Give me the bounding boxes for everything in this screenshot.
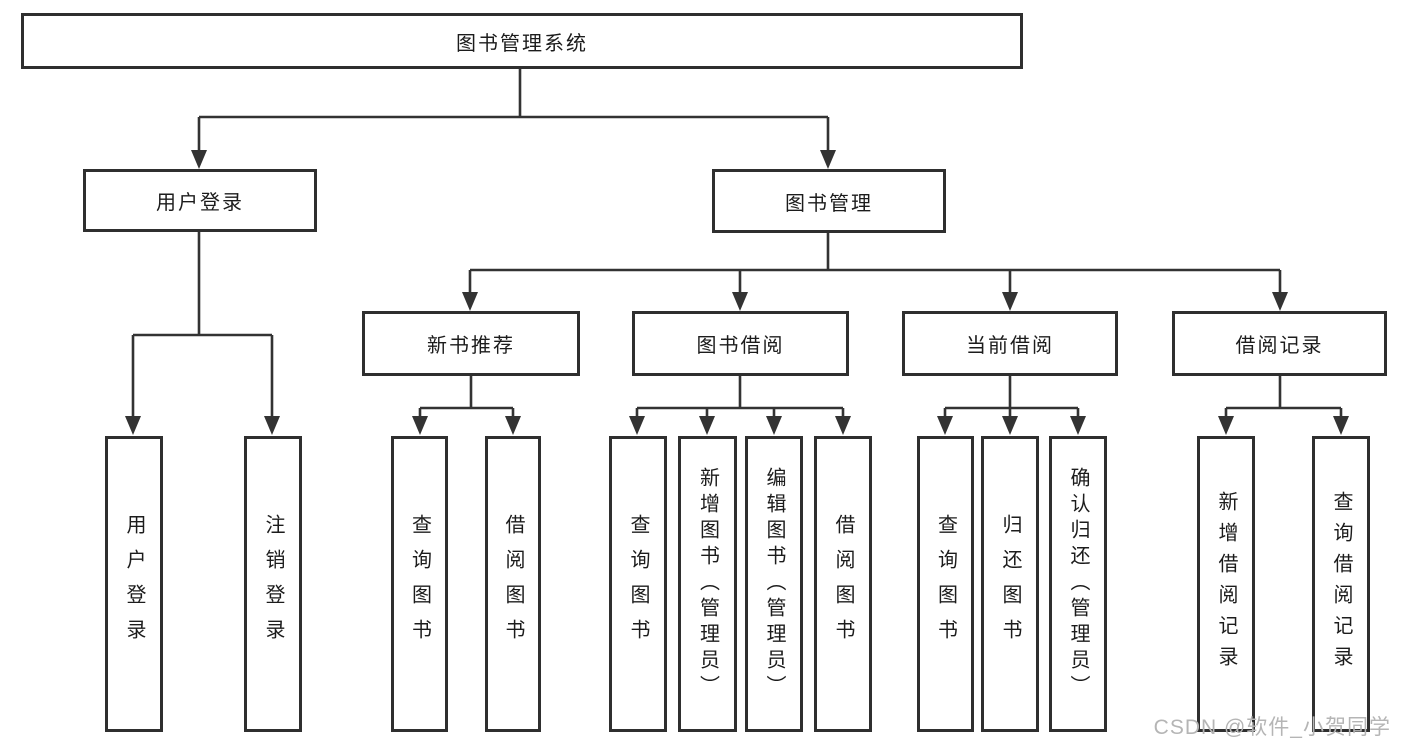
node-add-borrow-record-label: 新增借阅记录 — [1215, 491, 1237, 677]
node-book-management-label: 图书管理 — [785, 192, 873, 215]
node-new-book-recommend-label: 新书推荐 — [427, 335, 515, 357]
node-current-borrowing: 当前借阅 — [902, 311, 1118, 376]
node-edit-books-admin: 编辑图书（管理员） — [745, 436, 803, 732]
node-query-books-1-label: 查询图书 — [408, 514, 431, 654]
node-query-borrow-record-label: 查询借阅记录 — [1330, 491, 1352, 677]
node-query-books-2: 查询图书 — [609, 436, 667, 732]
node-return-books-label: 归还图书 — [999, 514, 1021, 654]
watermark: CSDN @软件_小贺同学 — [1153, 716, 1391, 739]
node-query-borrow-record: 查询借阅记录 — [1312, 436, 1370, 732]
node-add-borrow-record: 新增借阅记录 — [1197, 436, 1255, 732]
node-user-login-leaf-label: 用户登录 — [123, 514, 145, 654]
node-add-books-admin: 新增图书（管理员） — [678, 436, 737, 732]
node-user-login-leaf: 用户登录 — [105, 436, 163, 732]
node-query-books-3-label: 查询图书 — [934, 514, 957, 654]
node-borrow-books-2-label: 借阅图书 — [832, 514, 854, 654]
node-borrow-books-1-label: 借阅图书 — [502, 514, 524, 654]
node-query-books-2-label: 查询图书 — [627, 514, 649, 654]
node-query-books-1: 查询图书 — [391, 436, 448, 732]
node-current-borrowing-label: 当前借阅 — [966, 335, 1054, 357]
node-book-borrowing-label: 图书借阅 — [696, 335, 785, 357]
node-user-login: 用户登录 — [83, 169, 317, 232]
node-new-book-recommend: 新书推荐 — [362, 311, 580, 376]
node-confirm-return-admin-label: 确认归还（管理员） — [1067, 467, 1089, 701]
node-book-management: 图书管理 — [712, 169, 946, 233]
node-logout-label: 注销登录 — [262, 514, 284, 654]
node-root-label: 图书管理系统 — [456, 32, 588, 55]
node-add-books-admin-label: 新增图书（管理员） — [696, 467, 719, 701]
node-logout: 注销登录 — [244, 436, 302, 732]
node-borrowing-records: 借阅记录 — [1172, 311, 1387, 376]
node-edit-books-admin-label: 编辑图书（管理员） — [763, 467, 785, 701]
node-query-books-3: 查询图书 — [917, 436, 974, 732]
node-user-login-label: 用户登录 — [156, 192, 244, 214]
node-return-books: 归还图书 — [981, 436, 1039, 732]
node-book-borrowing: 图书借阅 — [632, 311, 849, 376]
node-borrow-books-2: 借阅图书 — [814, 436, 872, 732]
node-borrow-books-1: 借阅图书 — [485, 436, 541, 732]
node-confirm-return-admin: 确认归还（管理员） — [1049, 436, 1107, 732]
node-borrowing-records-label: 借阅记录 — [1235, 335, 1324, 357]
node-root: 图书管理系统 — [21, 13, 1023, 69]
